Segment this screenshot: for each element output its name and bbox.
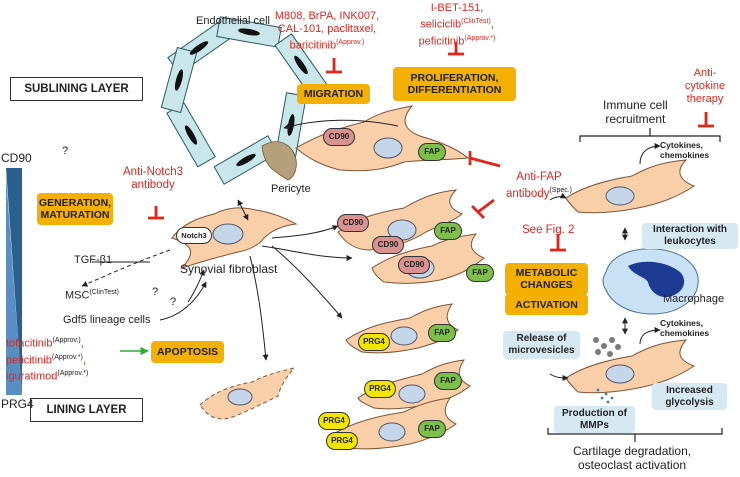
pericyte-shape [261, 141, 297, 181]
notch3-drug: Anti-Notch3 antibody [122, 166, 184, 191]
prg4-gradient [6, 175, 22, 395]
see-fig2-label: See Fig. 2 [522, 224, 575, 236]
marker-cd90-top: CD90 [323, 128, 355, 146]
mmp-dots [596, 388, 614, 404]
mmps-box: Production of MMPs [554, 406, 635, 433]
marker-fap-low2: FAP [434, 372, 462, 390]
question-mark-2: ? [152, 286, 159, 298]
microvesicles-dots [593, 337, 621, 357]
apoptosis-box: APOPTOSIS [151, 341, 224, 363]
marker-cd90-mid1b: CD90 [372, 236, 404, 254]
recruitment-bracket [579, 128, 721, 142]
endothelial-nuclei [174, 28, 308, 167]
macrophage-label: Macrophage [663, 293, 725, 305]
cartilage-label: Cartilage degradation,osteoclast activat… [573, 444, 692, 472]
glycolysis-box: Increased glycolysis [652, 383, 727, 410]
microvesicles-box: Release of microvesicles [503, 331, 580, 359]
marker-prg4-low3b: PRG4 [326, 432, 358, 450]
fap-drug: Anti-FAP antibody(Spec.) [505, 171, 573, 200]
generation-box: GENERATION, MATURATION [37, 193, 113, 225]
macrophage-nucleus [628, 261, 685, 298]
marker-prg4-low3a: PRG4 [318, 412, 350, 430]
marker-fap-low3: FAP [418, 420, 446, 438]
fibroblast-right-top-shape [565, 159, 696, 214]
marker-fap-low1: FAP [428, 324, 456, 342]
migration-box: MIGRATION [297, 84, 370, 104]
marker-prg4-low2: PRG4 [364, 380, 396, 398]
endothelial-label: Endothelial cell [196, 15, 270, 27]
marker-cd90-mid1a: CD90 [337, 214, 369, 232]
tgf-label: TGF-β1 [74, 254, 113, 266]
synovial-fibroblast-nucleus [212, 223, 244, 245]
marker-fap-mid2: FAP [466, 264, 494, 282]
cartilage-bracket [547, 428, 723, 442]
marker-fap-top: FAP [418, 143, 446, 161]
proliferation-box: PROLIFERATION, DIFFERENTIATION [393, 67, 516, 101]
sublining-layer-label: SUBLINING LAYER [10, 77, 143, 101]
fibroblast-top-shape [295, 105, 470, 172]
migration-drugs: M808, BrPA, INK007, CAL-101, paclitaxel,… [274, 10, 380, 52]
marker-notch3: Notch3 [176, 227, 212, 244]
apoptosis-drugs: tofacitinib(Approv.), peficitinib(Approv… [6, 337, 89, 383]
prg4-gradient-label: PRG4 [1, 397, 34, 411]
msc-label: MSC(ClinTest) [65, 289, 120, 302]
anti-cytokine-drug: Anti- cytokine therapy [684, 67, 726, 105]
question-mark-1: ? [62, 145, 69, 157]
marker-cd90-mid2: CD90 [398, 256, 430, 274]
metabolic-box: METABOLIC CHANGES [505, 263, 588, 295]
question-mark-3: ? [170, 296, 177, 308]
lining-layer-label: LINING LAYER [30, 398, 143, 422]
cytokines-bottom-label: Cytokines,chemokines [660, 318, 710, 338]
interaction-box: Interaction with leukocytes [642, 223, 738, 249]
gdf5-label: Gdf5 lineage cells [63, 314, 151, 326]
marker-prg4-low1: PRG4 [358, 333, 390, 351]
fibroblast-right-bottom-shape [565, 339, 696, 394]
activation-box: ACTIVATION [505, 294, 588, 315]
apoptotic-nucleus [227, 388, 253, 406]
proliferation-drugs: I-BET-151, seliciclib(ClinTest), peficit… [418, 2, 496, 48]
marker-fap-mid1: FAP [434, 222, 462, 240]
cytokines-top-label: Cytokines,chemokines [660, 140, 710, 160]
cd90-gradient [6, 168, 22, 395]
synovial-fibroblast-label: Synovial fibroblast [180, 262, 278, 276]
cd90-gradient-label: CD90 [1, 151, 32, 165]
pericyte-label: Pericyte [271, 183, 311, 195]
